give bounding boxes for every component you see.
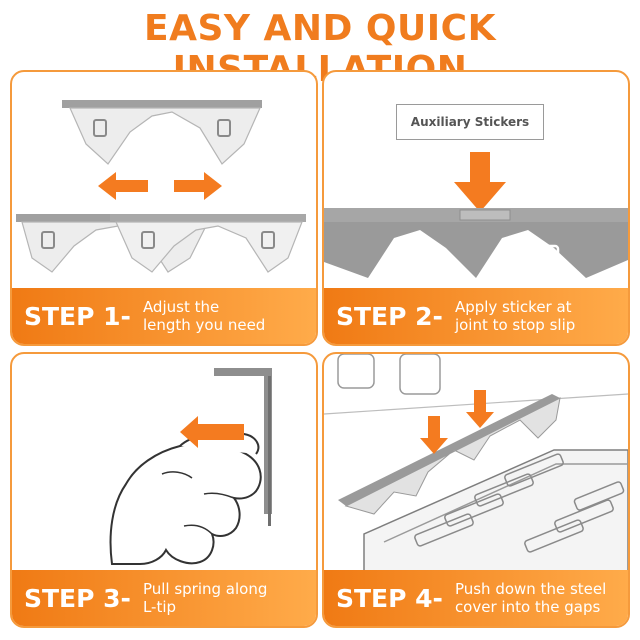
- step-2-description: Apply sticker at joint to stop slip: [455, 298, 575, 334]
- step-4-banner: STEP 4- Push down the steel cover into t…: [324, 570, 628, 626]
- step-4-label: STEP 4-: [336, 583, 443, 613]
- step-2-panel: Auxiliary Stickers STEP 2- Apply sticker…: [322, 70, 630, 346]
- steel-gap-cover: [338, 394, 560, 506]
- hook-slot-icon: [217, 119, 231, 137]
- canister: [399, 354, 441, 395]
- step-4-desc-line2: cover into the gaps: [454, 598, 601, 616]
- step-4-desc-line1: Push down the steel: [454, 580, 607, 598]
- step-3-desc-line2: L-tip: [142, 598, 177, 616]
- arrow-down-icon: [454, 152, 506, 212]
- steel-gap-cover-body: [344, 397, 561, 515]
- arrow-left-icon: [98, 172, 148, 200]
- auxiliary-sticker: [459, 209, 511, 221]
- hook-slot-icon: [261, 231, 275, 249]
- arrow-right-icon: [174, 172, 222, 200]
- arrow-left-icon: [180, 416, 244, 448]
- step-2-label: STEP 2-: [336, 301, 443, 331]
- step-4-description: Push down the steel cover into the gaps: [455, 580, 606, 616]
- step-2-desc-line1: Apply sticker at: [454, 298, 572, 316]
- step-2-illustration: [324, 152, 628, 278]
- step-1-illustration: [16, 100, 306, 273]
- step-2-desc-line2: joint to stop slip: [454, 316, 576, 334]
- arrow-down-icon: [420, 416, 448, 454]
- step-4-panel: STEP 4- Push down the steel cover into t…: [322, 352, 630, 628]
- hook-slot-icon: [41, 231, 55, 249]
- steel-strip-top-body: [69, 107, 261, 165]
- spring-wire: [268, 376, 271, 526]
- steel-strip-bottom-right-body: [115, 221, 303, 273]
- stove-grates: [414, 453, 625, 553]
- step-3-label: STEP 3-: [24, 583, 131, 613]
- step-2-banner: STEP 2- Apply sticker at joint to stop s…: [324, 288, 628, 344]
- canister: [337, 354, 375, 389]
- hand-icon: [109, 443, 262, 565]
- step-4-illustration: [324, 354, 628, 574]
- arrow-down-icon: [466, 390, 494, 428]
- step-3-banner: STEP 3- Pull spring along L-tip: [12, 570, 316, 626]
- steel-strip-body: [324, 222, 628, 278]
- step-1-banner: STEP 1- Adjust the length you need: [12, 288, 316, 344]
- hook-slot-icon: [532, 244, 560, 266]
- step-1-label: STEP 1-: [24, 301, 131, 331]
- l-tip-bracket: [214, 368, 272, 514]
- step-1-desc-line2: length you need: [142, 316, 266, 334]
- stove-body: [363, 449, 628, 574]
- step-3-illustration: [109, 368, 272, 565]
- steel-strip-bottom-right: [110, 214, 306, 222]
- step-1-description: Adjust the length you need: [143, 298, 265, 334]
- step-1-desc-line1: Adjust the: [142, 298, 220, 316]
- page-title: EASY AND QUICK INSTALLATION: [144, 8, 496, 90]
- step-3-desc-line1: Pull spring along: [142, 580, 268, 598]
- hook-slot-icon: [93, 119, 107, 137]
- step-3-panel: STEP 3- Pull spring along L-tip: [10, 352, 318, 628]
- auxiliary-stickers-label: Auxiliary Stickers: [396, 104, 544, 140]
- step-1-panel: STEP 1- Adjust the length you need: [10, 70, 318, 346]
- step-3-description: Pull spring along L-tip: [143, 580, 267, 616]
- hook-slot-icon: [400, 244, 428, 266]
- steel-strip-top: [62, 100, 262, 108]
- hook-slot-icon: [141, 231, 155, 249]
